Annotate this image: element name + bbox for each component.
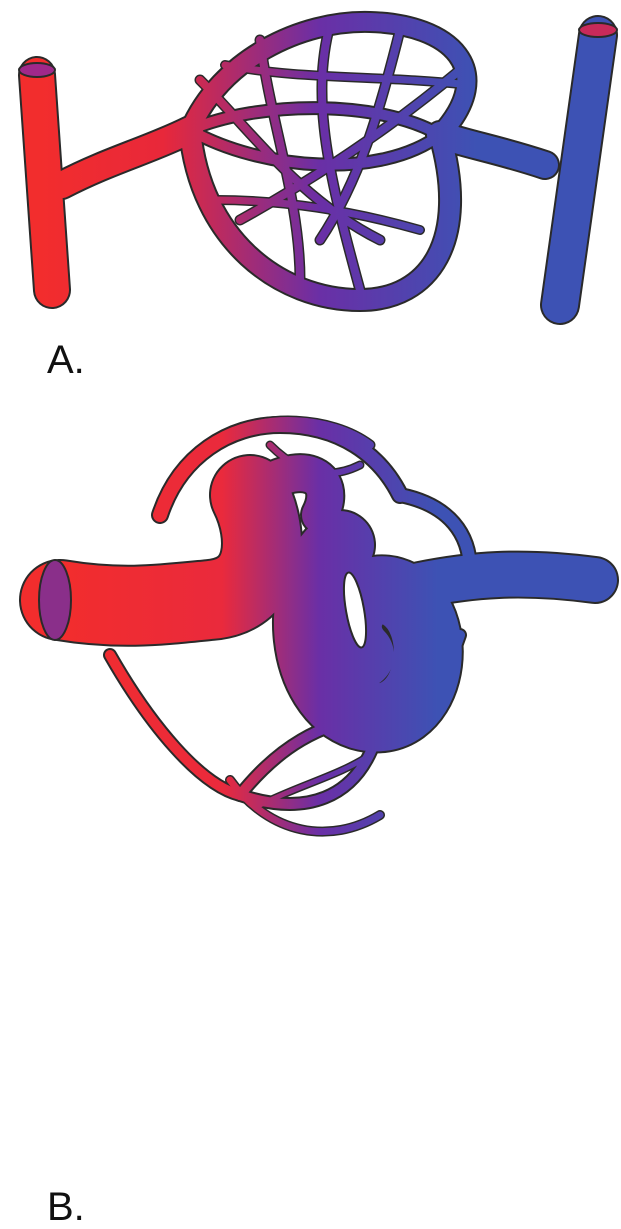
network-a-vessels <box>37 22 598 305</box>
artery-opening-a <box>19 63 55 77</box>
panel-a-capillary-network: A. <box>0 0 621 390</box>
vein-opening-a <box>579 23 617 37</box>
panel-b-av-malformation: B. <box>0 395 621 856</box>
network-b-vessels <box>60 421 595 832</box>
panel-a-label: A. <box>47 340 85 380</box>
panel-b-label: B. <box>47 1187 85 1227</box>
artery-opening-b <box>39 560 71 640</box>
diagram-a <box>0 0 621 390</box>
diagram-b <box>0 395 621 856</box>
